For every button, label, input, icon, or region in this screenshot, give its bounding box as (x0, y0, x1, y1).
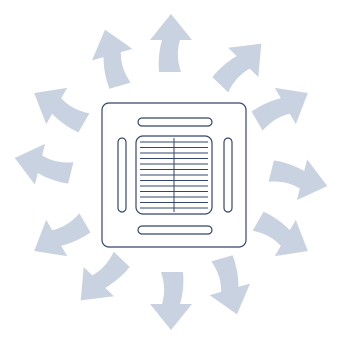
airflow-arrow-west-icon (14, 143, 74, 185)
airflow-arrow-south-southeast-icon (209, 255, 251, 315)
airflow-arrow-north-northeast-icon (212, 43, 262, 93)
right-vent-slot (223, 137, 233, 213)
airflow-arrows-group (14, 14, 328, 330)
airflow-arrow-west-southwest-icon (34, 213, 91, 257)
bottom-vent-slot (137, 225, 213, 235)
airflow-arrow-south-southwest-icon (80, 251, 130, 301)
airflow-arrow-north-northwest-icon (91, 29, 133, 89)
airflow-arrow-east-northeast-icon (251, 87, 308, 131)
airflow-arrow-north-icon (150, 14, 192, 72)
airflow-arrow-east-southeast-icon (252, 211, 308, 257)
airflow-arrow-west-northwest-icon (34, 87, 90, 133)
top-vent-slot (137, 117, 213, 127)
ceiling-cassette-unit-icon (101, 102, 247, 248)
left-vent-slot (117, 137, 127, 213)
airflow-arrow-east-icon (268, 159, 328, 201)
airflow-arrow-south-icon (150, 272, 192, 330)
